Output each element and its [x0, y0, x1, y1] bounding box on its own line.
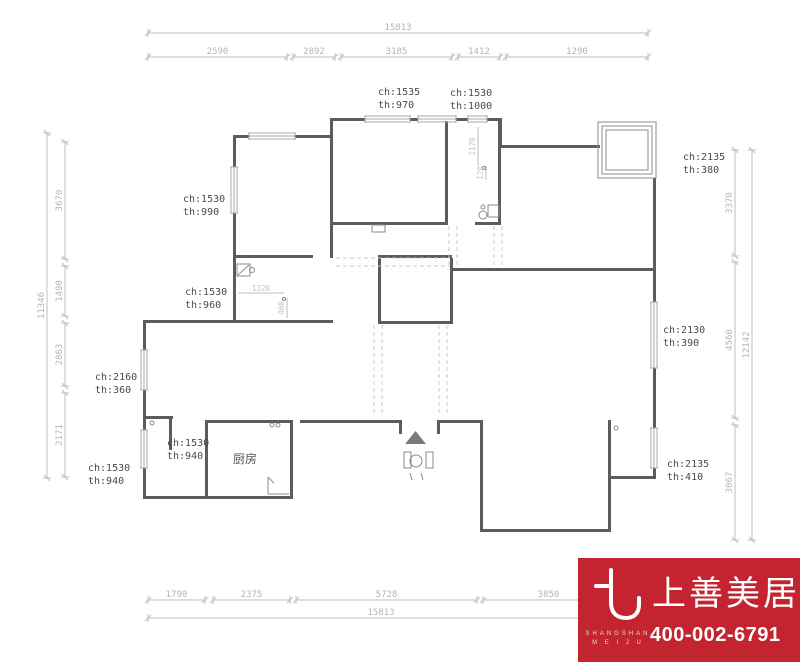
ceiling-height-label: ch:1530 [167, 438, 209, 449]
brand-name-en: SHANGSHAN M E I J U [580, 630, 656, 648]
ceiling-height-label: th:940 [88, 476, 124, 487]
ceiling-height-label: ch:1530 [88, 463, 130, 474]
ceiling-height-label: th:380 [683, 165, 719, 176]
ceiling-height-label: ch:2135 [667, 459, 709, 470]
ceiling-height-label: th:940 [167, 451, 203, 462]
walls-layer [143, 118, 656, 532]
ceiling-height-label: th:410 [667, 472, 703, 483]
ceiling-height-label: ch:2135 [683, 152, 725, 163]
windows-layer [140, 115, 658, 469]
ceiling-height-label: ch:2130 [663, 325, 705, 336]
room-label: 厨房 [233, 451, 257, 466]
ceiling-height-label: ch:1530 [183, 194, 225, 205]
svg-text:3067: 3067 [725, 472, 735, 494]
svg-text:1412: 1412 [468, 47, 490, 57]
svg-text:3850: 3850 [538, 590, 560, 600]
svg-text:1290: 1290 [566, 47, 588, 57]
svg-text:3185: 3185 [386, 47, 408, 57]
ceiling-height-label: ch:1530 [185, 287, 227, 298]
svg-text:3670: 3670 [55, 190, 65, 212]
svg-text:3370: 3370 [725, 192, 735, 214]
svg-text:2375: 2375 [241, 590, 263, 600]
symbols-layer [149, 121, 657, 495]
svg-text:120: 120 [476, 166, 485, 180]
svg-text:5728: 5728 [376, 590, 398, 600]
svg-text:1320: 1320 [252, 284, 271, 293]
ceiling-height-label: th:1000 [450, 101, 492, 112]
brand-name-cn: 上善美居 [652, 574, 800, 614]
ceiling-height-label: ch:1530 [450, 88, 492, 99]
ceiling-height-label: th:360 [95, 385, 131, 396]
ceiling-height-label: th:960 [185, 300, 221, 311]
svg-text:11346: 11346 [37, 292, 47, 319]
dimension-layer: 15813 2590 2892 3185 1412 1290 1790 2375 5728 385… [37, 23, 756, 622]
svg-text:2590: 2590 [207, 47, 229, 57]
brand-name-en-line1: SHANGSHAN [585, 631, 651, 637]
svg-text:1790: 1790 [166, 590, 188, 600]
ceiling-height-label: th:990 [183, 207, 219, 218]
annotation-layer: ch:1535 th:970 ch:1530 th:1000 ch:1530 th:990… [88, 87, 725, 487]
ceiling-height-label: th:390 [663, 338, 699, 349]
svg-text:15813: 15813 [384, 23, 411, 33]
ceiling-height-label: ch:2160 [95, 372, 137, 383]
brand-logo: SHANGSHAN M E I J U 上善美居 400-002-6791 [578, 558, 800, 662]
svg-text:460: 460 [277, 301, 286, 315]
svg-text:12142: 12142 [742, 331, 752, 358]
svg-text:2171: 2171 [55, 424, 65, 446]
svg-text:1170: 1170 [468, 137, 477, 156]
svg-text:1490: 1490 [55, 280, 65, 302]
brand-name-en-line2: M E I J U [592, 640, 644, 646]
brand-logo-mark-icon [594, 568, 641, 621]
ceiling-height-label: th:970 [378, 100, 414, 111]
svg-text:15813: 15813 [367, 608, 394, 618]
ceiling-height-label: ch:1535 [378, 87, 420, 98]
svg-text:2892: 2892 [303, 47, 325, 57]
brand-phone: 400-002-6791 [650, 624, 781, 646]
dashed-ceiling-layer [336, 226, 503, 416]
svg-text:2863: 2863 [55, 344, 65, 366]
svg-text:4560: 4560 [725, 329, 735, 351]
